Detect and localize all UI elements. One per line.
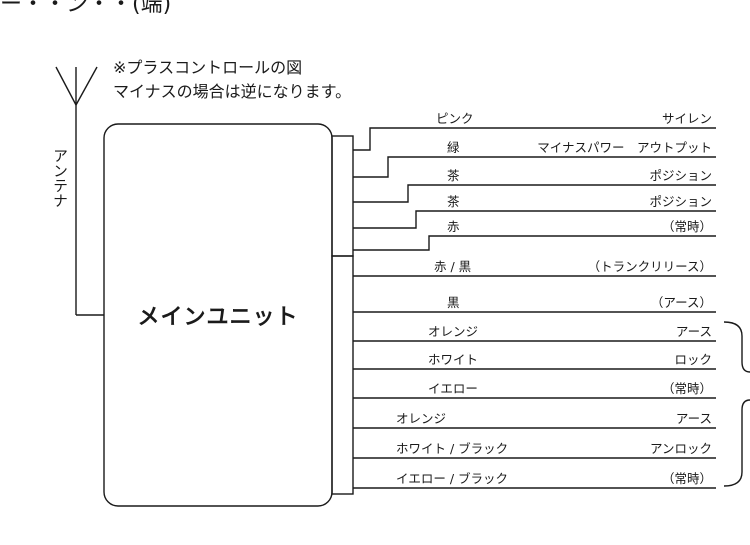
wire-color-label: 赤 / 黒 (434, 259, 472, 274)
wire-function-label: （常時） (661, 471, 712, 486)
wire-4 (353, 210, 716, 229)
wire-1 (353, 127, 716, 151)
title-fragment: ー・・ン・・(端) (0, 0, 172, 17)
antenna-left-arm (55, 66, 77, 106)
wire-function-label: ロック (674, 352, 712, 367)
wire-5 (353, 235, 716, 251)
wire-color-label: ピンク (436, 111, 474, 126)
wire-color-label: 緑 (447, 140, 460, 155)
antenna-label: アンテナ (51, 148, 69, 208)
wire-function-label: ポジション (649, 168, 712, 183)
note-line-1: ※プラスコントロールの図 (113, 58, 303, 77)
wire-color-label: イエロー / ブラック (396, 471, 509, 486)
wire-function-label: アンロック (649, 441, 712, 456)
wire-function-label: サイレン (661, 111, 712, 126)
wire-function-label: アース (675, 411, 712, 426)
wire-color-label: 茶 (447, 194, 460, 209)
wire-function-label: （アース） (650, 295, 712, 310)
wire-function-label: （常時） (661, 381, 712, 396)
wire-function-label: （常時） (661, 219, 712, 234)
main-unit-label: メインユニット (137, 305, 299, 330)
connector-upper (331, 135, 354, 257)
wire-color-label: 黒 (447, 295, 460, 310)
wire-3 (353, 184, 716, 203)
wire-function-label: マイナスパワー アウトプット (537, 140, 712, 155)
wire-color-label: ホワイト / ブラック (396, 441, 509, 456)
wire-color-label: オレンジ (396, 411, 447, 426)
connector-lower (331, 255, 354, 495)
antenna-right-arm (75, 66, 98, 106)
wire-color-label: オレンジ (428, 324, 479, 339)
wire-function-label: （トランクリリース） (587, 259, 712, 274)
wire-color-label: 赤 (447, 219, 460, 234)
brace-lower (723, 399, 750, 487)
wire-function-label: アース (675, 324, 712, 339)
wire-color-label: ホワイト (428, 352, 479, 367)
wire-color-label: イエロー (428, 381, 478, 396)
note-line-2: マイナスの場合は逆になります。 (113, 82, 352, 101)
wire-color-label: 茶 (447, 168, 460, 183)
wire-2 (353, 156, 716, 178)
brace-upper (723, 321, 750, 373)
wire-function-label: ポジション (649, 194, 712, 209)
